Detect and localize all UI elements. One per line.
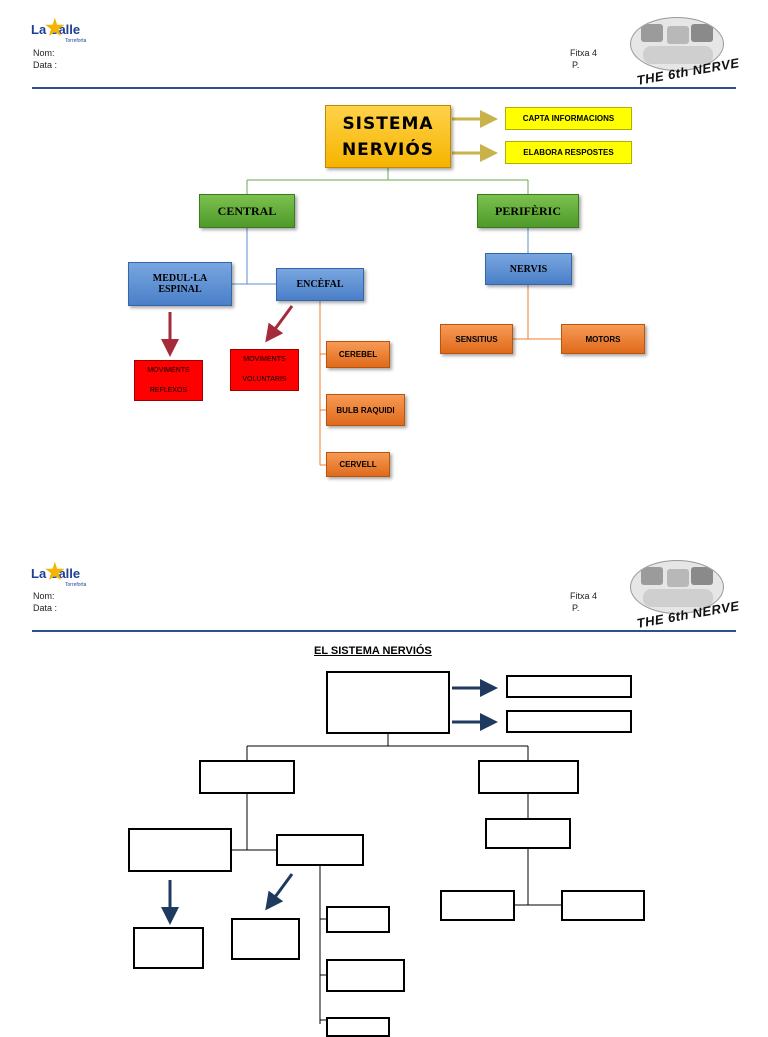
- blank-central-box[interactable]: [199, 760, 295, 794]
- reflex-movements-box: MOVIMENTS REFLEXOS: [134, 360, 203, 401]
- header-divider: [32, 87, 736, 89]
- exercise-title: EL SISTEMA NERVIÓS: [314, 645, 432, 657]
- exercise-connectors: [161, 679, 561, 1024]
- motor-box: MOTORS: [561, 324, 645, 354]
- sensory-label: SENSITIUS: [455, 334, 498, 344]
- blank-cerebellum-box[interactable]: [326, 906, 390, 933]
- blank-title-box[interactable]: [326, 671, 450, 734]
- title-line-2: NERVIÓS: [341, 139, 435, 160]
- blank-voluntary-box[interactable]: [231, 918, 300, 960]
- voluntary-movements-box: MOVIMENTS VOLUNTARIS: [230, 349, 299, 391]
- spinal-cord-box: MEDUL·LA ESPINAL: [128, 262, 232, 306]
- cerebellum-label: CEREBEL: [338, 350, 378, 359]
- medulla-box: BULB RAQUIDI: [326, 394, 405, 426]
- diagram-connectors: [161, 110, 561, 466]
- name-label-page2: Nom:: [33, 591, 55, 601]
- header-divider-page2: [32, 630, 736, 632]
- name-label: Nom:: [33, 48, 55, 58]
- page-label: P.: [572, 60, 580, 70]
- logo-subtext: Torreforta: [65, 582, 87, 588]
- blank-reflex-box[interactable]: [133, 927, 204, 969]
- star-icon: ★: [45, 15, 65, 40]
- sheet-label: Fitxa 4: [570, 48, 598, 58]
- logo-text: La Salle: [31, 22, 81, 37]
- date-label: Data :: [33, 60, 58, 70]
- function-elabora-box: ELABORA RESPOSTES: [505, 141, 632, 164]
- sheet-label-page2: Fitxa 4: [570, 591, 598, 601]
- school-logo-page2: La Salle ★ Torreforta: [31, 559, 101, 590]
- date-label-page2: Data :: [33, 603, 58, 613]
- blank-motor-box[interactable]: [561, 890, 645, 921]
- blank-cerebrum-box[interactable]: [326, 1017, 390, 1037]
- medulla-label: BULB RAQUIDI: [336, 405, 395, 415]
- blank-function-box-1[interactable]: [506, 675, 632, 698]
- nerves-box: NERVIS: [485, 253, 572, 285]
- function-capta-box: CAPTA INFORMACIONS: [505, 107, 632, 130]
- cerebrum-label: CERVELL: [339, 460, 377, 469]
- peripheral-label: PERIFÈRIC: [494, 203, 561, 218]
- spinal-label-2: ESPINAL: [158, 284, 202, 295]
- logo-subtext: Torreforta: [65, 38, 87, 44]
- central-box: CENTRAL: [199, 194, 295, 228]
- motor-label: MOTORS: [585, 334, 621, 344]
- nerve-badge-image: [630, 17, 724, 71]
- blank-nerves-box[interactable]: [485, 818, 571, 849]
- blank-peripheral-box[interactable]: [478, 760, 579, 794]
- blank-brain-box[interactable]: [276, 834, 364, 866]
- page-label-page2: P.: [572, 603, 580, 613]
- brain-label: ENCÈFAL: [296, 279, 344, 290]
- nerves-label: NERVIS: [509, 263, 548, 275]
- peripheral-box: PERIFÈRIC: [477, 194, 579, 228]
- voluntary-label-2: VOLUNTARIS: [242, 376, 287, 383]
- reflex-label-2: REFLEXOS: [149, 386, 188, 394]
- brain-box: ENCÈFAL: [276, 268, 364, 301]
- blank-function-box-2[interactable]: [506, 710, 632, 733]
- cerebellum-box: CEREBEL: [326, 341, 390, 368]
- cerebrum-box: CERVELL: [326, 452, 390, 477]
- blank-medulla-box[interactable]: [326, 959, 405, 992]
- title-line-1: SISTEMA: [342, 113, 434, 134]
- blank-spinal-box[interactable]: [128, 828, 232, 872]
- function-elabora-label: ELABORA RESPOSTES: [523, 148, 614, 157]
- blank-sensory-box[interactable]: [440, 890, 515, 921]
- sensory-box: SENSITIUS: [440, 324, 513, 354]
- spinal-label-1: MEDUL·LA: [152, 273, 208, 284]
- logo-text: La Salle: [31, 566, 81, 581]
- school-logo: La Salle ★ Torreforta: [31, 15, 101, 46]
- reflex-label-1: MOVIMENTS: [147, 366, 190, 374]
- voluntary-label-1: MOVIMENTS: [243, 356, 286, 363]
- star-icon: ★: [45, 559, 65, 584]
- nerve-badge-image-page2: [630, 560, 724, 614]
- function-capta-label: CAPTA INFORMACIONS: [522, 114, 615, 123]
- central-label: CENTRAL: [217, 203, 277, 218]
- nervous-system-title-box: SISTEMA NERVIÓS: [325, 105, 451, 168]
